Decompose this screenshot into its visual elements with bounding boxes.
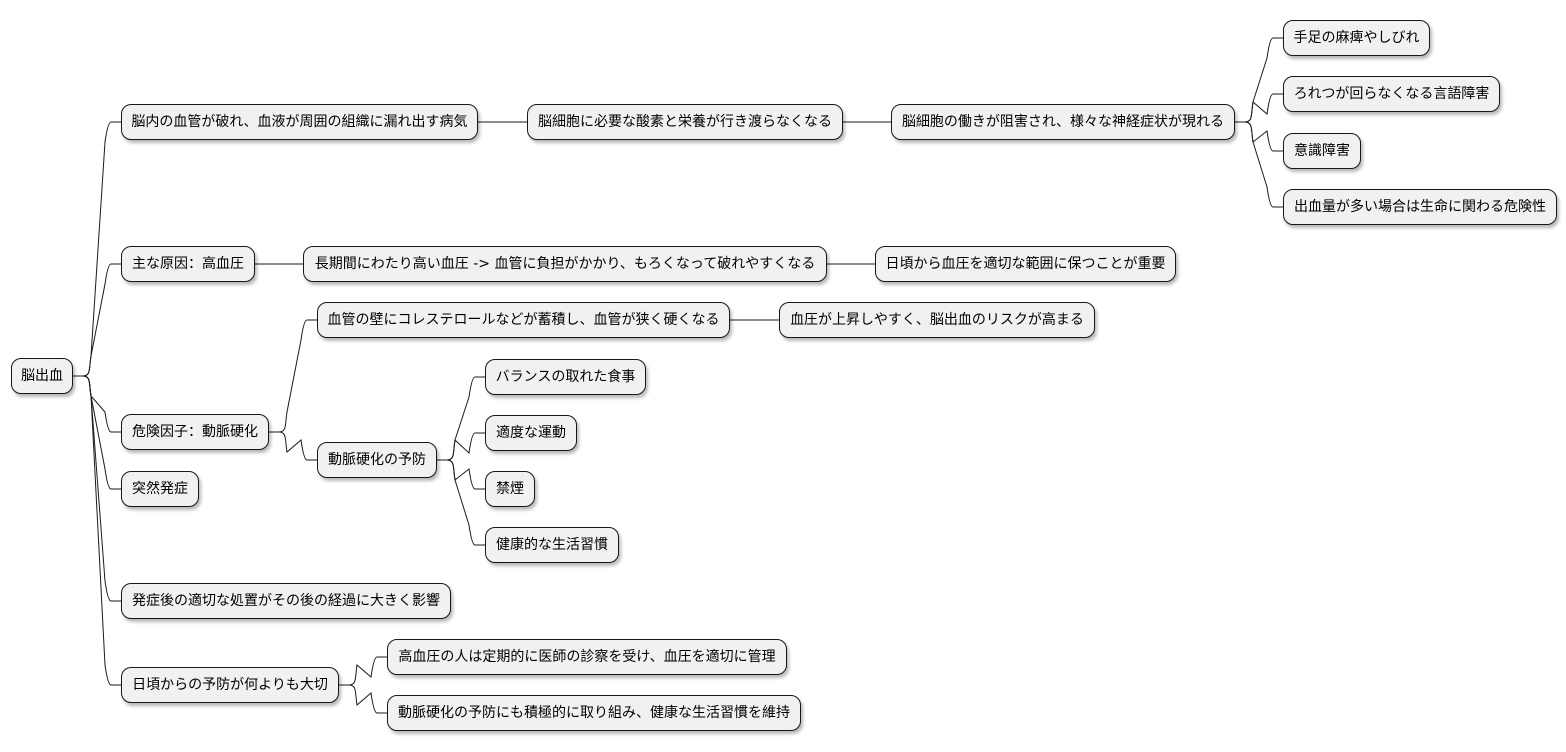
node-bleed: 脳内の血管が破れ、血液が周囲の組織に漏れ出す病気 <box>121 104 478 140</box>
node-lifestyle: 健康的な生活習慣 <box>485 527 619 563</box>
node-symptoms: 脳細胞の働きが阻害され、様々な神経症状が現れる <box>891 104 1235 140</box>
edge-root-node-to-node-cause <box>73 263 121 377</box>
node-exercise: 適度な運動 <box>485 415 577 451</box>
node-daily-prevent: 日頃からの予防が何よりも大切 <box>121 667 339 703</box>
edge-node-prevent-ath-to-node-lifestyle <box>437 459 485 546</box>
node-cause: 主な原因：高血圧 <box>121 246 255 282</box>
node-consciousness: 意識障害 <box>1283 133 1361 169</box>
node-bp-rise: 血圧が上昇しやすく、脳出血のリスクが高まる <box>779 302 1095 338</box>
node-keep-bp: 日頃から血圧を適切な範囲に保つことが重要 <box>875 246 1176 282</box>
node-checkup: 高血圧の人は定期的に医師の診察を受け、血圧を適切に管理 <box>387 639 787 675</box>
root-node: 脳出血 <box>11 358 73 394</box>
edge-node-daily-prevent-to-node-checkup <box>339 656 387 686</box>
node-sudden: 突然発症 <box>121 471 199 507</box>
edge-root-node-to-node-daily-prevent <box>73 375 121 686</box>
node-cholesterol: 血管の壁にコレステロールなどが蓄積し、血管が狭く硬くなる <box>317 302 730 338</box>
node-oxygen: 脳細胞に必要な酸素と栄養が行き渡らなくなる <box>527 104 843 140</box>
edge-node-symptoms-to-node-consciousness <box>1235 121 1283 152</box>
node-prevent-ath: 動脈硬化の予防 <box>317 442 437 478</box>
node-diet: バランスの取れた食事 <box>485 359 646 395</box>
edge-node-prevent-ath-to-node-smoking <box>437 459 485 490</box>
node-treatment: 発症後の適切な処置がその後の経過に大きく影響 <box>121 583 451 619</box>
node-speech: ろれつが回らなくなる言語障害 <box>1283 76 1500 112</box>
node-smoking: 禁煙 <box>485 471 535 507</box>
edge-node-daily-prevent-to-node-active <box>339 684 387 714</box>
node-pressure: 長期間にわたり高い血圧 -> 血管に負担がかかり、もろくなって破れやすくなる <box>303 246 827 282</box>
edge-node-symptoms-to-node-fatal <box>1235 121 1283 208</box>
edge-node-prevent-ath-to-node-diet <box>437 376 485 461</box>
edge-root-node-to-node-bleed <box>73 121 121 377</box>
edge-node-risk-to-node-cholesterol <box>269 319 317 433</box>
edge-node-symptoms-to-node-paralysis <box>1235 37 1283 123</box>
node-paralysis: 手足の麻痺やしびれ <box>1283 20 1430 56</box>
edge-node-risk-to-node-prevent-ath <box>269 431 317 461</box>
node-active: 動脈硬化の予防にも積極的に取り組み、健康な生活習慣を維持 <box>387 695 801 731</box>
edge-root-node-to-node-risk <box>73 375 121 433</box>
node-fatal: 出血量が多い場合は生命に関わる危険性 <box>1283 189 1557 225</box>
edge-node-prevent-ath-to-node-exercise <box>437 432 485 461</box>
node-risk: 危険因子：動脈硬化 <box>121 414 269 450</box>
edge-node-symptoms-to-node-speech <box>1235 93 1283 123</box>
